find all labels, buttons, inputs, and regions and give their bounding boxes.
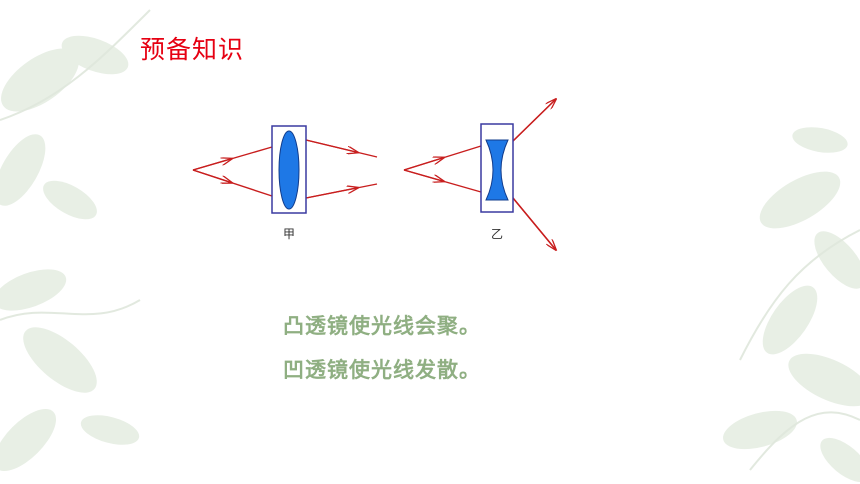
convex-lens-group: 甲 bbox=[192, 125, 378, 241]
concave-lens-icon bbox=[485, 139, 509, 201]
convex-lens-label: 甲 bbox=[283, 227, 295, 241]
concave-lens-label: 乙 bbox=[491, 227, 503, 241]
concave-lens-group: 乙 bbox=[403, 99, 556, 250]
concave-lens-statement: 凹透镜使光线发散。 bbox=[283, 358, 481, 382]
slide-title: 预备知识 bbox=[140, 35, 245, 64]
convex-lens-icon bbox=[278, 130, 300, 210]
convex-lens-statement: 凸透镜使光线会聚。 bbox=[283, 314, 481, 338]
